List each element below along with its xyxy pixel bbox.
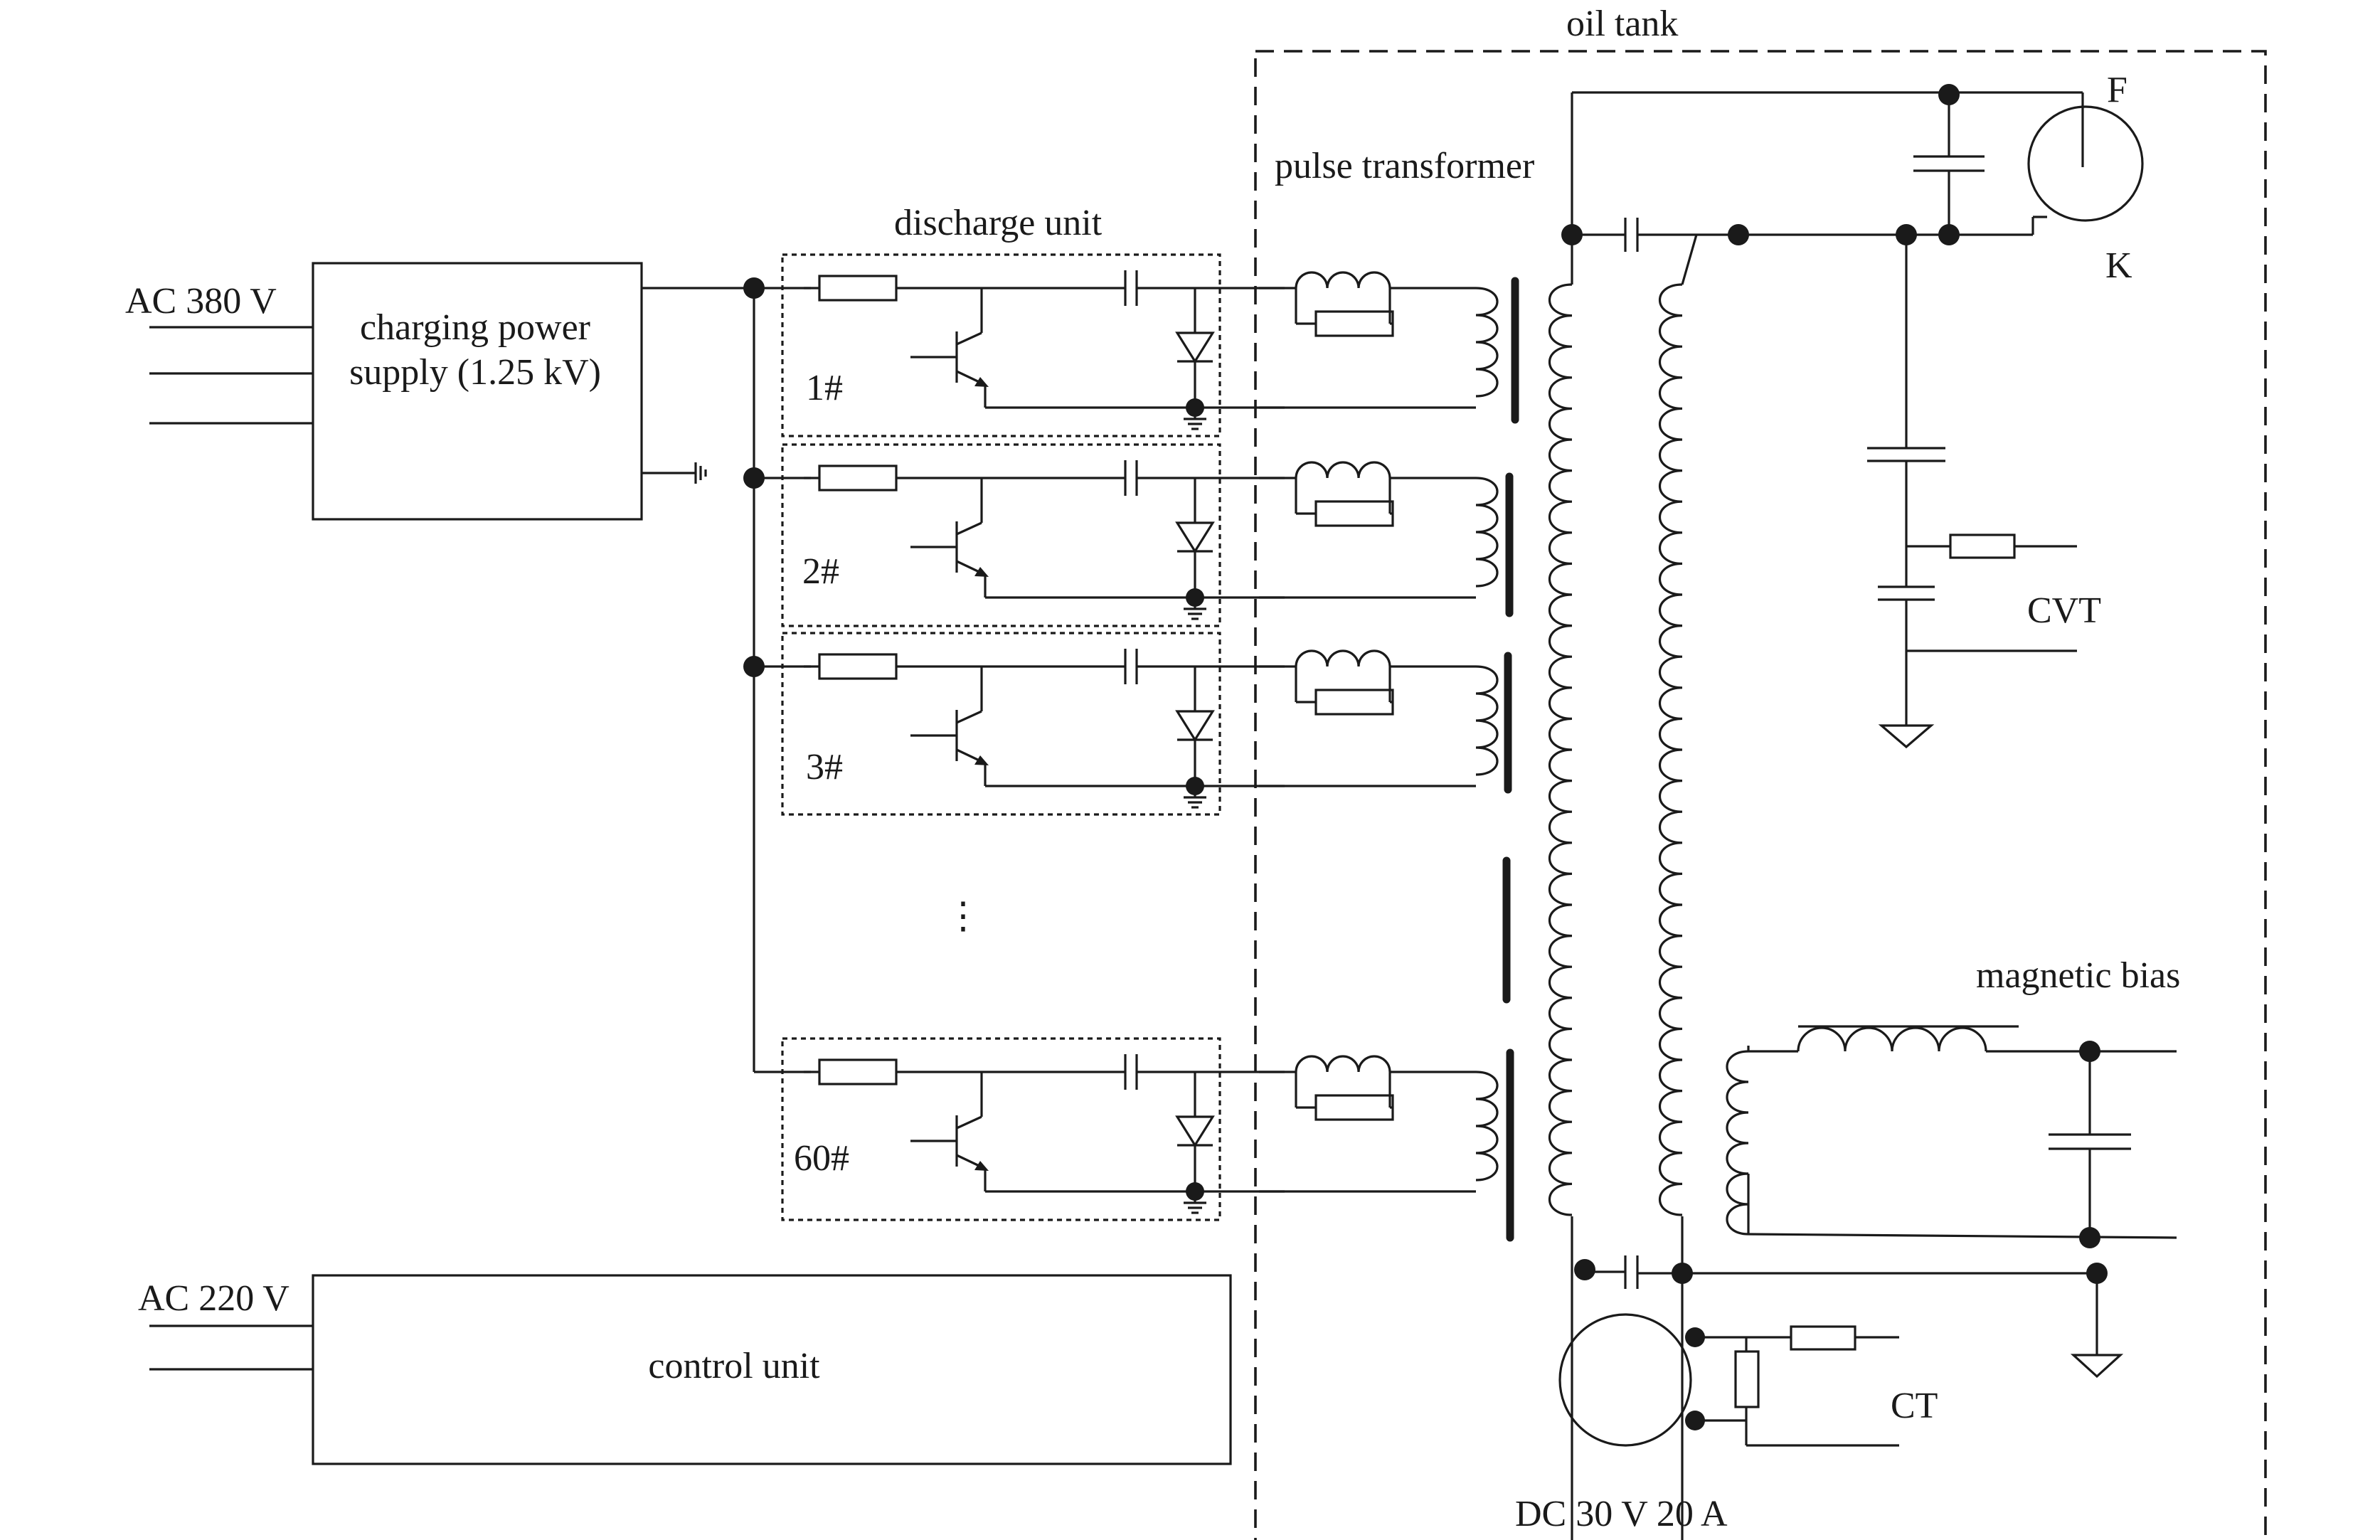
magnetic-bias-label: magnetic bias [1976, 955, 2180, 996]
discharge-unit-label: discharge unit [894, 203, 1103, 243]
discharge-module-1 [782, 255, 1499, 436]
pulse-transformer-label: pulse transformer [1275, 146, 1534, 186]
ac-380-label: AC 380 V [125, 281, 277, 322]
unit-1-label: 1# [806, 368, 843, 408]
oil-tank-boundary [1254, 50, 2267, 1540]
ac-220-label: AC 220 V [138, 1278, 289, 1319]
cathode-label: K [2105, 245, 2132, 286]
modules-ellipsis: ⋮ [945, 896, 982, 937]
oil-tank-label: oil tank [1566, 4, 1678, 44]
cvt-divider [1867, 235, 2077, 749]
ct-label: CT [1891, 1386, 1938, 1426]
return-and-ct [1558, 1255, 2124, 1447]
unit-3-label: 3# [806, 747, 843, 787]
charging-supply-label-2: supply (1.25 kV) [349, 352, 601, 393]
unit-2-label: 2# [802, 551, 839, 592]
charging-power-supply [149, 262, 754, 521]
control-unit-label: control unit [648, 1346, 820, 1386]
filament-label: F [2107, 70, 2127, 110]
hv-output-circuit [1561, 84, 2144, 252]
discharge-module-3 [782, 633, 1499, 814]
unit-60-label: 60# [794, 1138, 849, 1179]
transformer-core [1502, 277, 1519, 1242]
cvt-label: CVT [2027, 590, 2101, 631]
dc-supply-label: DC 30 V 20 A [1515, 1494, 1728, 1534]
discharge-bus [743, 277, 811, 1073]
secondary-winding-left [1548, 235, 1573, 1540]
charging-supply-label-1: charging power [360, 307, 590, 348]
discharge-module-2 [782, 445, 1499, 626]
magnetic-bias-circuit [1726, 1025, 2177, 1248]
control-unit [149, 1274, 1232, 1465]
discharge-module-60 [782, 1039, 1499, 1220]
